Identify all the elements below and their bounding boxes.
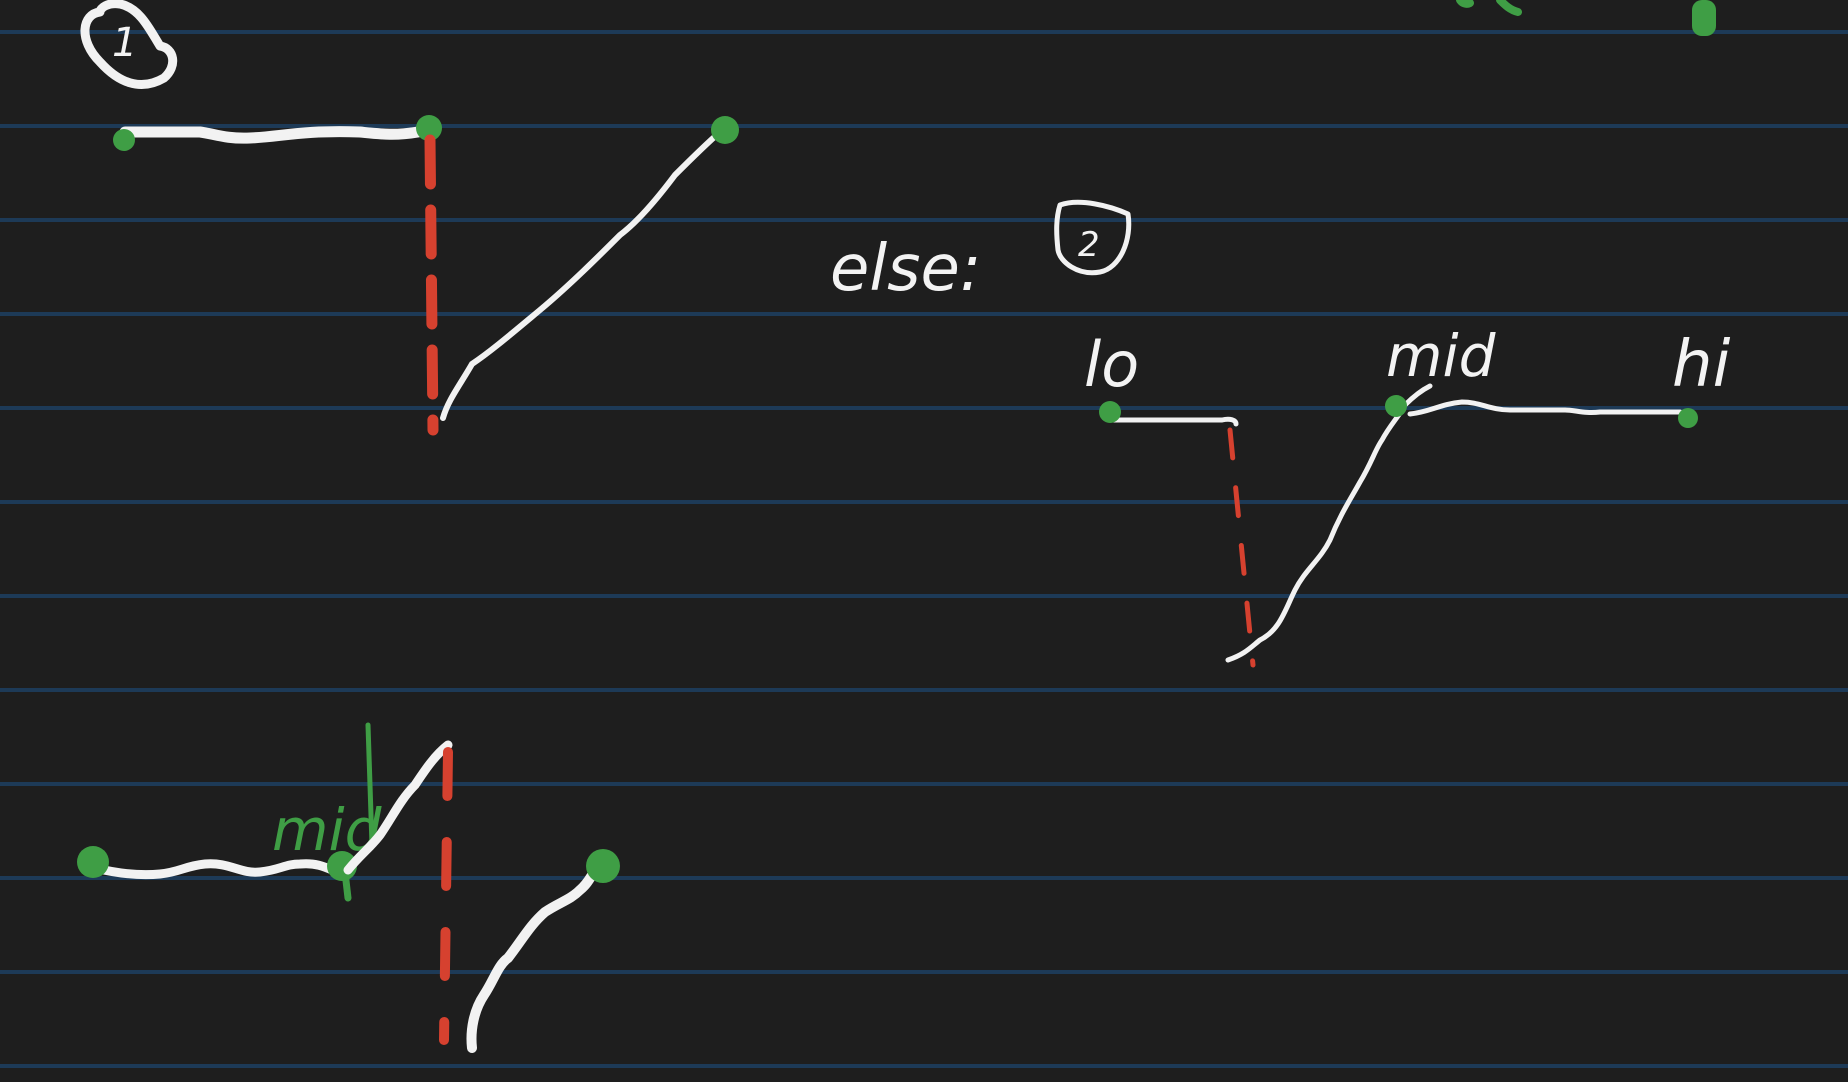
case-three-flat-segment: [90, 859, 347, 880]
case-two-rising-segment: [1225, 383, 1433, 663]
circled-label-loop: [80, 0, 178, 90]
partial-green-stroke: [1456, 0, 1522, 16]
case-one-circled-label: 1: [80, 0, 178, 90]
case-two-circled-label: 2: [1054, 199, 1132, 276]
case-three-left-marker: [77, 846, 109, 878]
case-two-label-text: 2: [1078, 225, 1100, 265]
else-caption: else:: [830, 232, 981, 306]
mid-label: mid: [1386, 322, 1497, 390]
hi-marker: [1678, 408, 1698, 428]
partial-green-bar: [1692, 0, 1716, 36]
hi-label: hi: [1672, 328, 1731, 402]
case-two-high-flat: [1407, 399, 1683, 417]
ruled-lines: [0, 30, 1848, 1068]
case-two-figure: else: 2 lo mid hi: [830, 199, 1731, 668]
case-three-lower-segment: [466, 860, 605, 1053]
mid-marker: [1385, 395, 1407, 417]
case-two-label-box: [1054, 199, 1132, 276]
case-one-flat-segment: [119, 126, 424, 144]
case-three-figure: mid: [77, 722, 620, 1053]
case-one-right-marker: [711, 116, 739, 144]
case-one-figure: 1: [80, 0, 739, 436]
case-three-mid-stem: [341, 868, 352, 902]
case-two-low-flat: [1107, 416, 1239, 427]
case-three-right-marker: [586, 849, 620, 883]
case-one-cut-line: [424, 134, 439, 436]
case-two-cut-line: [1227, 427, 1256, 668]
top-right-partial-strokes: [1456, 0, 1716, 36]
case-one-label-text: 1: [112, 20, 137, 66]
lo-marker: [1099, 401, 1121, 423]
case-three-rising-segment: [343, 740, 453, 875]
case-one-left-marker: [113, 129, 135, 151]
case-three-cut-line: [439, 747, 453, 1045]
case-one-rising-segment: [440, 129, 723, 421]
case-one-peak-marker: [416, 115, 442, 141]
case-three-mid-tick: [365, 722, 375, 848]
lo-label: lo: [1084, 328, 1139, 401]
